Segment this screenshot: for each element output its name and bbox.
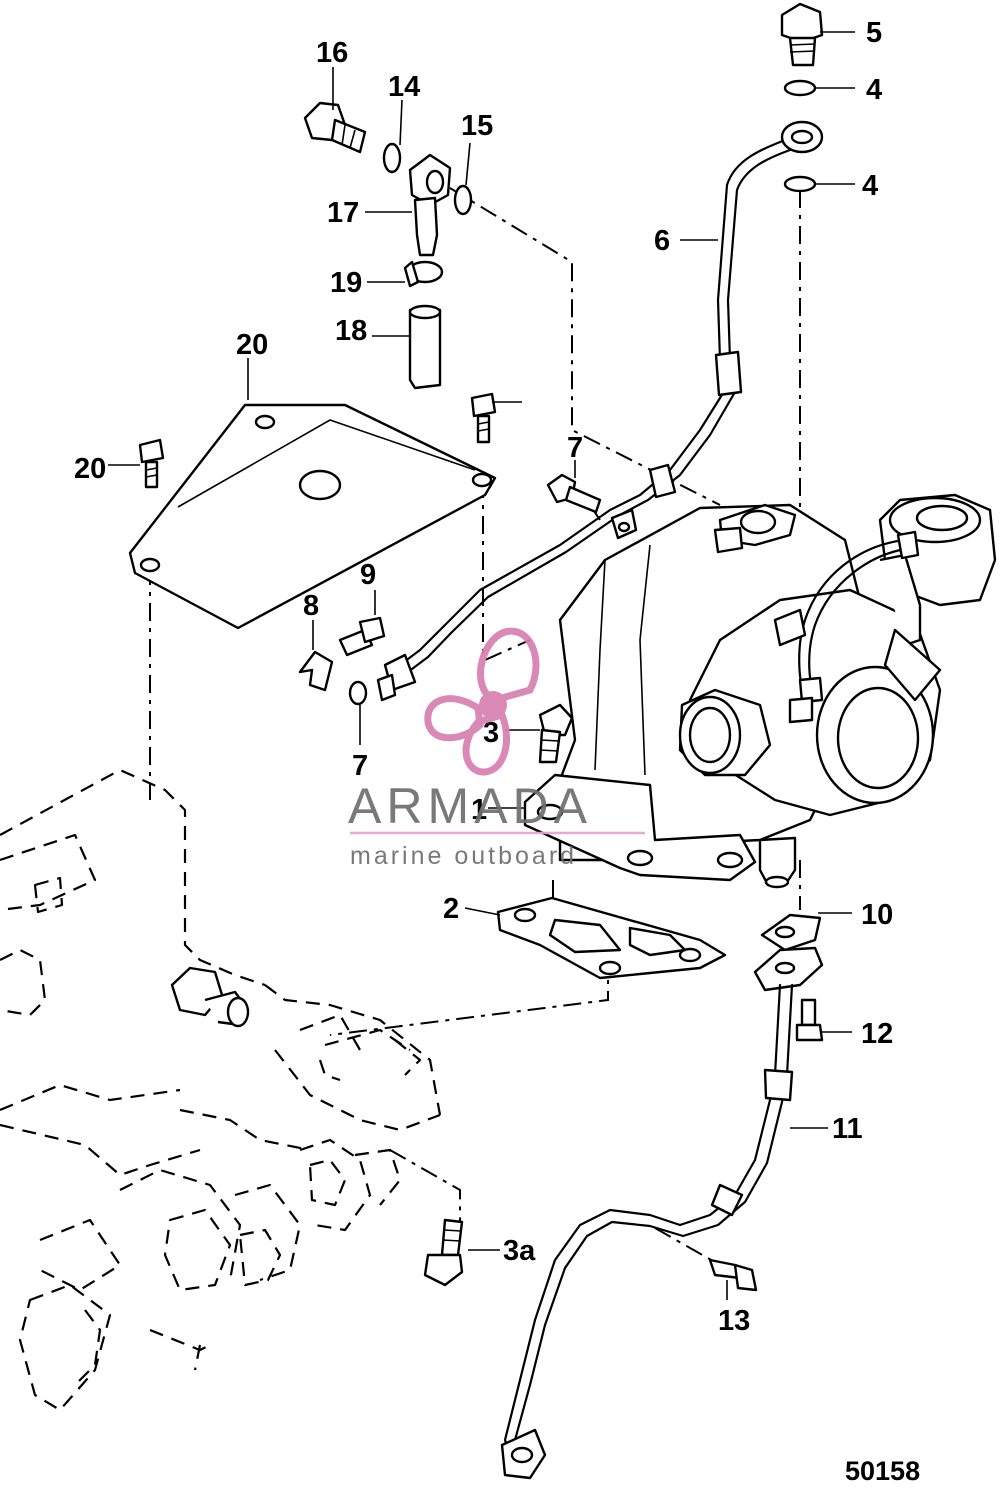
- callout-8: 7: [352, 750, 368, 782]
- banjo-bolt-16: [303, 101, 367, 154]
- callout-10: 9: [360, 559, 376, 591]
- callout-20: 20: [74, 453, 106, 485]
- manifold-gasket: [496, 896, 727, 980]
- bolt-13: [795, 998, 824, 1042]
- callout-3: 3: [483, 717, 499, 749]
- callout-18: 19: [330, 267, 362, 299]
- callout-14: 14: [388, 71, 420, 103]
- clip-9: [298, 650, 334, 692]
- propeller-logo-icon: [424, 627, 540, 776]
- bolt-3: [538, 703, 574, 764]
- oil-feed-line: [376, 120, 824, 702]
- bolt-3a: [423, 1218, 464, 1287]
- bolt-7-lower: [708, 1258, 758, 1292]
- callout-4: 4: [862, 170, 878, 202]
- bolt-7-upper: [546, 473, 602, 514]
- banjo-fitting-15: [408, 153, 452, 257]
- engine-block-phantom: [0, 768, 442, 1412]
- clamp-8: [348, 680, 368, 706]
- bolt-20-right: [470, 392, 497, 444]
- hose-17: [408, 304, 442, 390]
- hose-clamp-18: [403, 260, 444, 288]
- washer-4-lower: [783, 175, 817, 193]
- callout-11: 10: [861, 899, 893, 931]
- callout-7: 7: [567, 432, 583, 464]
- bolt-20-left: [138, 438, 165, 489]
- washer-14-right: [453, 184, 473, 216]
- propeller-blade: [477, 627, 540, 704]
- oil-drain-line: [500, 983, 794, 1480]
- gasket-11-upper: [760, 913, 822, 952]
- callout-13: 12: [861, 1018, 893, 1050]
- manifold-nut: [170, 966, 250, 1028]
- watermark-brand: ARMADA: [348, 778, 592, 834]
- callout-9: 8: [303, 590, 319, 622]
- heat-shield: [128, 403, 497, 630]
- bolt-10: [338, 616, 386, 657]
- callout-labels: 5 4 4 6 16 14 15 17 19 18 20 20 7 9 8 7 …: [74, 17, 893, 1337]
- washer-14-left: [382, 142, 402, 174]
- watermark-tagline: marine outboard: [350, 842, 577, 870]
- callout-1: 1: [471, 794, 487, 826]
- callout-3a: 3a: [503, 1235, 536, 1267]
- callout-16: 16: [316, 37, 348, 69]
- callout-17: 18: [335, 315, 367, 347]
- callout-7: 13: [718, 1305, 750, 1337]
- drain-flange: [753, 946, 824, 992]
- callout-5: 5: [866, 17, 882, 49]
- propeller-hub: [479, 691, 507, 719]
- callout-19: 20: [236, 329, 268, 361]
- callout-2: 2: [443, 893, 459, 925]
- callout-4: 4: [866, 74, 882, 106]
- leader-lines: [108, 31, 855, 1300]
- banjo-bolt-5: [780, 2, 824, 67]
- callout-12: 11: [832, 1113, 863, 1145]
- callout-15: 17: [327, 197, 359, 229]
- callout-6: 6: [654, 225, 670, 257]
- armada-watermark: ARMADA marine outboard: [348, 627, 645, 870]
- turbocharger: [523, 493, 997, 889]
- propeller-blade: [462, 710, 510, 776]
- drawing-reference-number: 50158: [845, 1456, 920, 1486]
- callout-14: 15: [461, 110, 493, 142]
- washer-4-upper: [783, 79, 817, 97]
